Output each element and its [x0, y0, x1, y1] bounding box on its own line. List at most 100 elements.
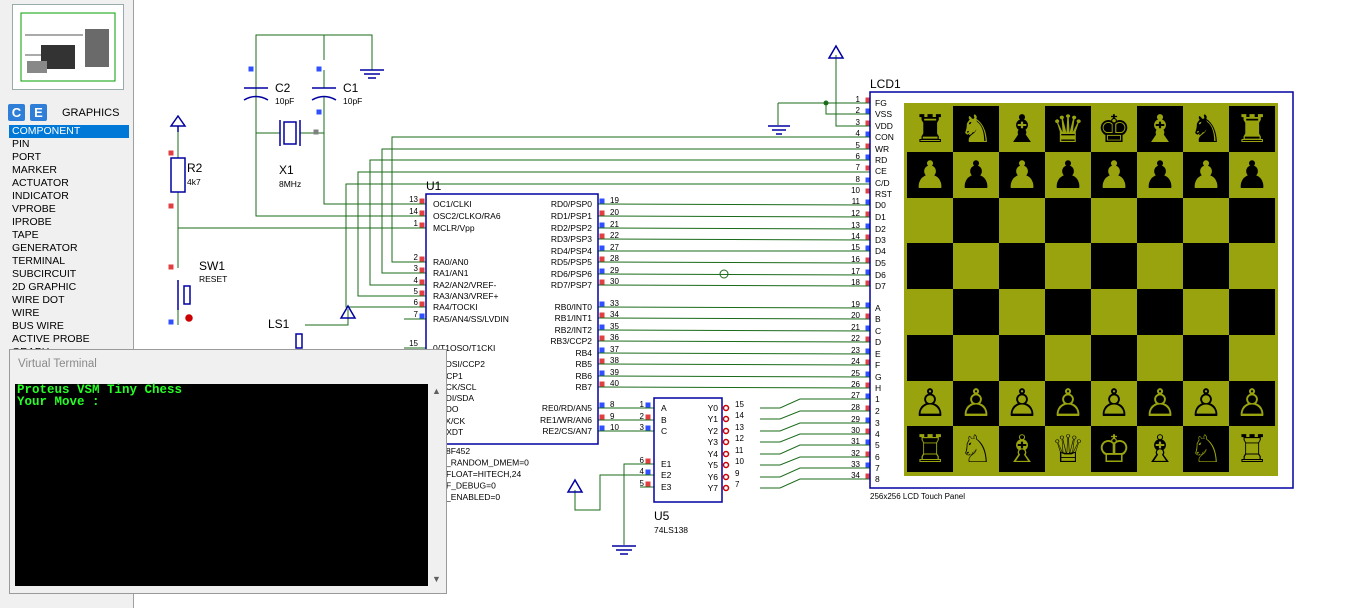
mode-item-component[interactable]: COMPONENT — [9, 125, 129, 138]
board-square[interactable] — [1229, 334, 1275, 381]
mode-item-terminal[interactable]: TERMINAL — [12, 255, 66, 267]
chess-piece[interactable]: ♙ — [1050, 381, 1086, 426]
board-square[interactable]: ♟ — [1229, 151, 1275, 198]
board-square[interactable]: ♙ — [953, 380, 999, 427]
board-square[interactable]: ♟ — [953, 151, 999, 198]
overview-window[interactable] — [12, 4, 124, 90]
component-mode-button[interactable]: C — [8, 104, 25, 121]
board-square[interactable]: ♙ — [1229, 380, 1275, 427]
board-square[interactable]: ♙ — [999, 380, 1045, 427]
board-square[interactable]: ♘ — [1183, 426, 1229, 472]
board-square[interactable]: ♚ — [1091, 106, 1137, 152]
board-square[interactable]: ♟ — [999, 151, 1045, 198]
mode-item-marker[interactable]: MARKER — [12, 164, 57, 176]
board-square[interactable]: ♟ — [907, 151, 953, 198]
board-square[interactable] — [907, 334, 953, 381]
vertical-scrollbar[interactable]: ▲ ▼ — [429, 384, 444, 586]
chess-piece[interactable]: ♙ — [958, 381, 994, 426]
chess-piece[interactable]: ♟ — [1188, 152, 1224, 197]
board-square[interactable] — [999, 243, 1045, 289]
board-square[interactable]: ♙ — [1183, 380, 1229, 427]
board-square[interactable] — [1045, 243, 1091, 289]
chess-piece[interactable]: ♕ — [1050, 427, 1086, 472]
virtual-terminal-window[interactable]: Virtual Terminal Proteus VSM Tiny Chess … — [9, 349, 447, 594]
board-square[interactable]: ♟ — [1091, 151, 1137, 198]
board-square[interactable]: ♗ — [1137, 426, 1183, 472]
board-square[interactable]: ♟ — [1045, 151, 1091, 198]
chess-piece[interactable]: ♟ — [1050, 152, 1086, 197]
board-square[interactable] — [1045, 197, 1091, 244]
board-square[interactable] — [953, 289, 999, 335]
chess-piece[interactable]: ♙ — [1142, 381, 1178, 426]
board-square[interactable]: ♖ — [907, 426, 953, 472]
chess-piece[interactable]: ♜ — [912, 106, 948, 151]
board-square[interactable] — [1137, 197, 1183, 244]
chess-board[interactable]: ♜♞♝♛♚♝♞♜♟♟♟♟♟♟♟♟♙♙♙♙♙♙♙♙♖♘♗♕♔♗♘♖ — [907, 106, 1275, 472]
board-square[interactable]: ♛ — [1045, 106, 1091, 152]
terminal-screen[interactable]: Proteus VSM Tiny Chess Your Move : — [15, 384, 428, 586]
board-square[interactable] — [1091, 243, 1137, 289]
chess-piece[interactable]: ♛ — [1050, 106, 1086, 151]
mode-item-vprobe[interactable]: VPROBE — [12, 203, 56, 215]
scroll-down-arrow-icon[interactable]: ▼ — [432, 574, 441, 584]
board-square[interactable] — [907, 243, 953, 289]
mode-item-iprobe[interactable]: IPROBE — [12, 216, 52, 228]
chess-piece[interactable]: ♚ — [1096, 106, 1132, 151]
board-square[interactable] — [953, 243, 999, 289]
board-square[interactable]: ♟ — [1183, 151, 1229, 198]
lcd-display[interactable]: ♜♞♝♛♚♝♞♜♟♟♟♟♟♟♟♟♙♙♙♙♙♙♙♙♖♘♗♕♔♗♘♖ — [904, 103, 1278, 476]
board-square[interactable]: ♘ — [953, 426, 999, 472]
board-square[interactable] — [1137, 243, 1183, 289]
chess-piece[interactable]: ♟ — [958, 152, 994, 197]
scroll-up-arrow-icon[interactable]: ▲ — [432, 386, 441, 396]
board-square[interactable]: ♝ — [999, 106, 1045, 152]
mode-item-bus-wire[interactable]: BUS WIRE — [12, 320, 64, 332]
board-square[interactable] — [1183, 197, 1229, 244]
mode-item-tape[interactable]: TAPE — [12, 229, 39, 241]
edit-mode-button[interactable]: E — [30, 104, 47, 121]
chess-piece[interactable]: ♖ — [1234, 427, 1270, 472]
mode-item-active-probe[interactable]: ACTIVE PROBE — [12, 333, 90, 345]
board-square[interactable] — [1091, 334, 1137, 381]
board-square[interactable]: ♙ — [1137, 380, 1183, 427]
mode-item-wire-dot[interactable]: WIRE DOT — [12, 294, 65, 306]
chess-piece[interactable]: ♞ — [958, 106, 994, 151]
board-square[interactable] — [1229, 289, 1275, 335]
board-square[interactable] — [1229, 243, 1275, 289]
chess-piece[interactable]: ♙ — [912, 381, 948, 426]
board-square[interactable]: ♕ — [1045, 426, 1091, 472]
chess-piece[interactable]: ♟ — [1004, 152, 1040, 197]
chess-piece[interactable]: ♘ — [1188, 427, 1224, 472]
chess-piece[interactable]: ♙ — [1004, 381, 1040, 426]
chess-piece[interactable]: ♟ — [1142, 152, 1178, 197]
mode-item-actuator[interactable]: ACTUATOR — [12, 177, 69, 189]
mode-item-wire[interactable]: WIRE — [12, 307, 40, 319]
board-square[interactable] — [1137, 334, 1183, 381]
chess-piece[interactable]: ♗ — [1142, 427, 1178, 472]
mode-item-generator[interactable]: GENERATOR — [12, 242, 78, 254]
board-square[interactable]: ♞ — [1183, 106, 1229, 152]
board-square[interactable]: ♞ — [953, 106, 999, 152]
board-square[interactable]: ♝ — [1137, 106, 1183, 152]
board-square[interactable] — [1137, 289, 1183, 335]
chess-piece[interactable]: ♗ — [1004, 427, 1040, 472]
board-square[interactable]: ♗ — [999, 426, 1045, 472]
board-square[interactable] — [953, 197, 999, 244]
board-square[interactable] — [1183, 243, 1229, 289]
chess-piece[interactable]: ♜ — [1234, 106, 1270, 151]
board-square[interactable] — [1183, 334, 1229, 381]
board-square[interactable]: ♜ — [1229, 106, 1275, 152]
board-square[interactable] — [907, 289, 953, 335]
board-square[interactable] — [953, 334, 999, 381]
board-square[interactable] — [1091, 289, 1137, 335]
chess-piece[interactable]: ♝ — [1142, 106, 1178, 151]
mode-item-2d-graphic[interactable]: 2D GRAPHIC — [12, 281, 77, 293]
board-square[interactable]: ♔ — [1091, 426, 1137, 472]
chess-piece[interactable]: ♘ — [958, 427, 994, 472]
board-square[interactable]: ♜ — [907, 106, 953, 152]
board-square[interactable]: ♙ — [1091, 380, 1137, 427]
chess-piece[interactable]: ♝ — [1004, 106, 1040, 151]
board-square[interactable] — [1045, 289, 1091, 335]
